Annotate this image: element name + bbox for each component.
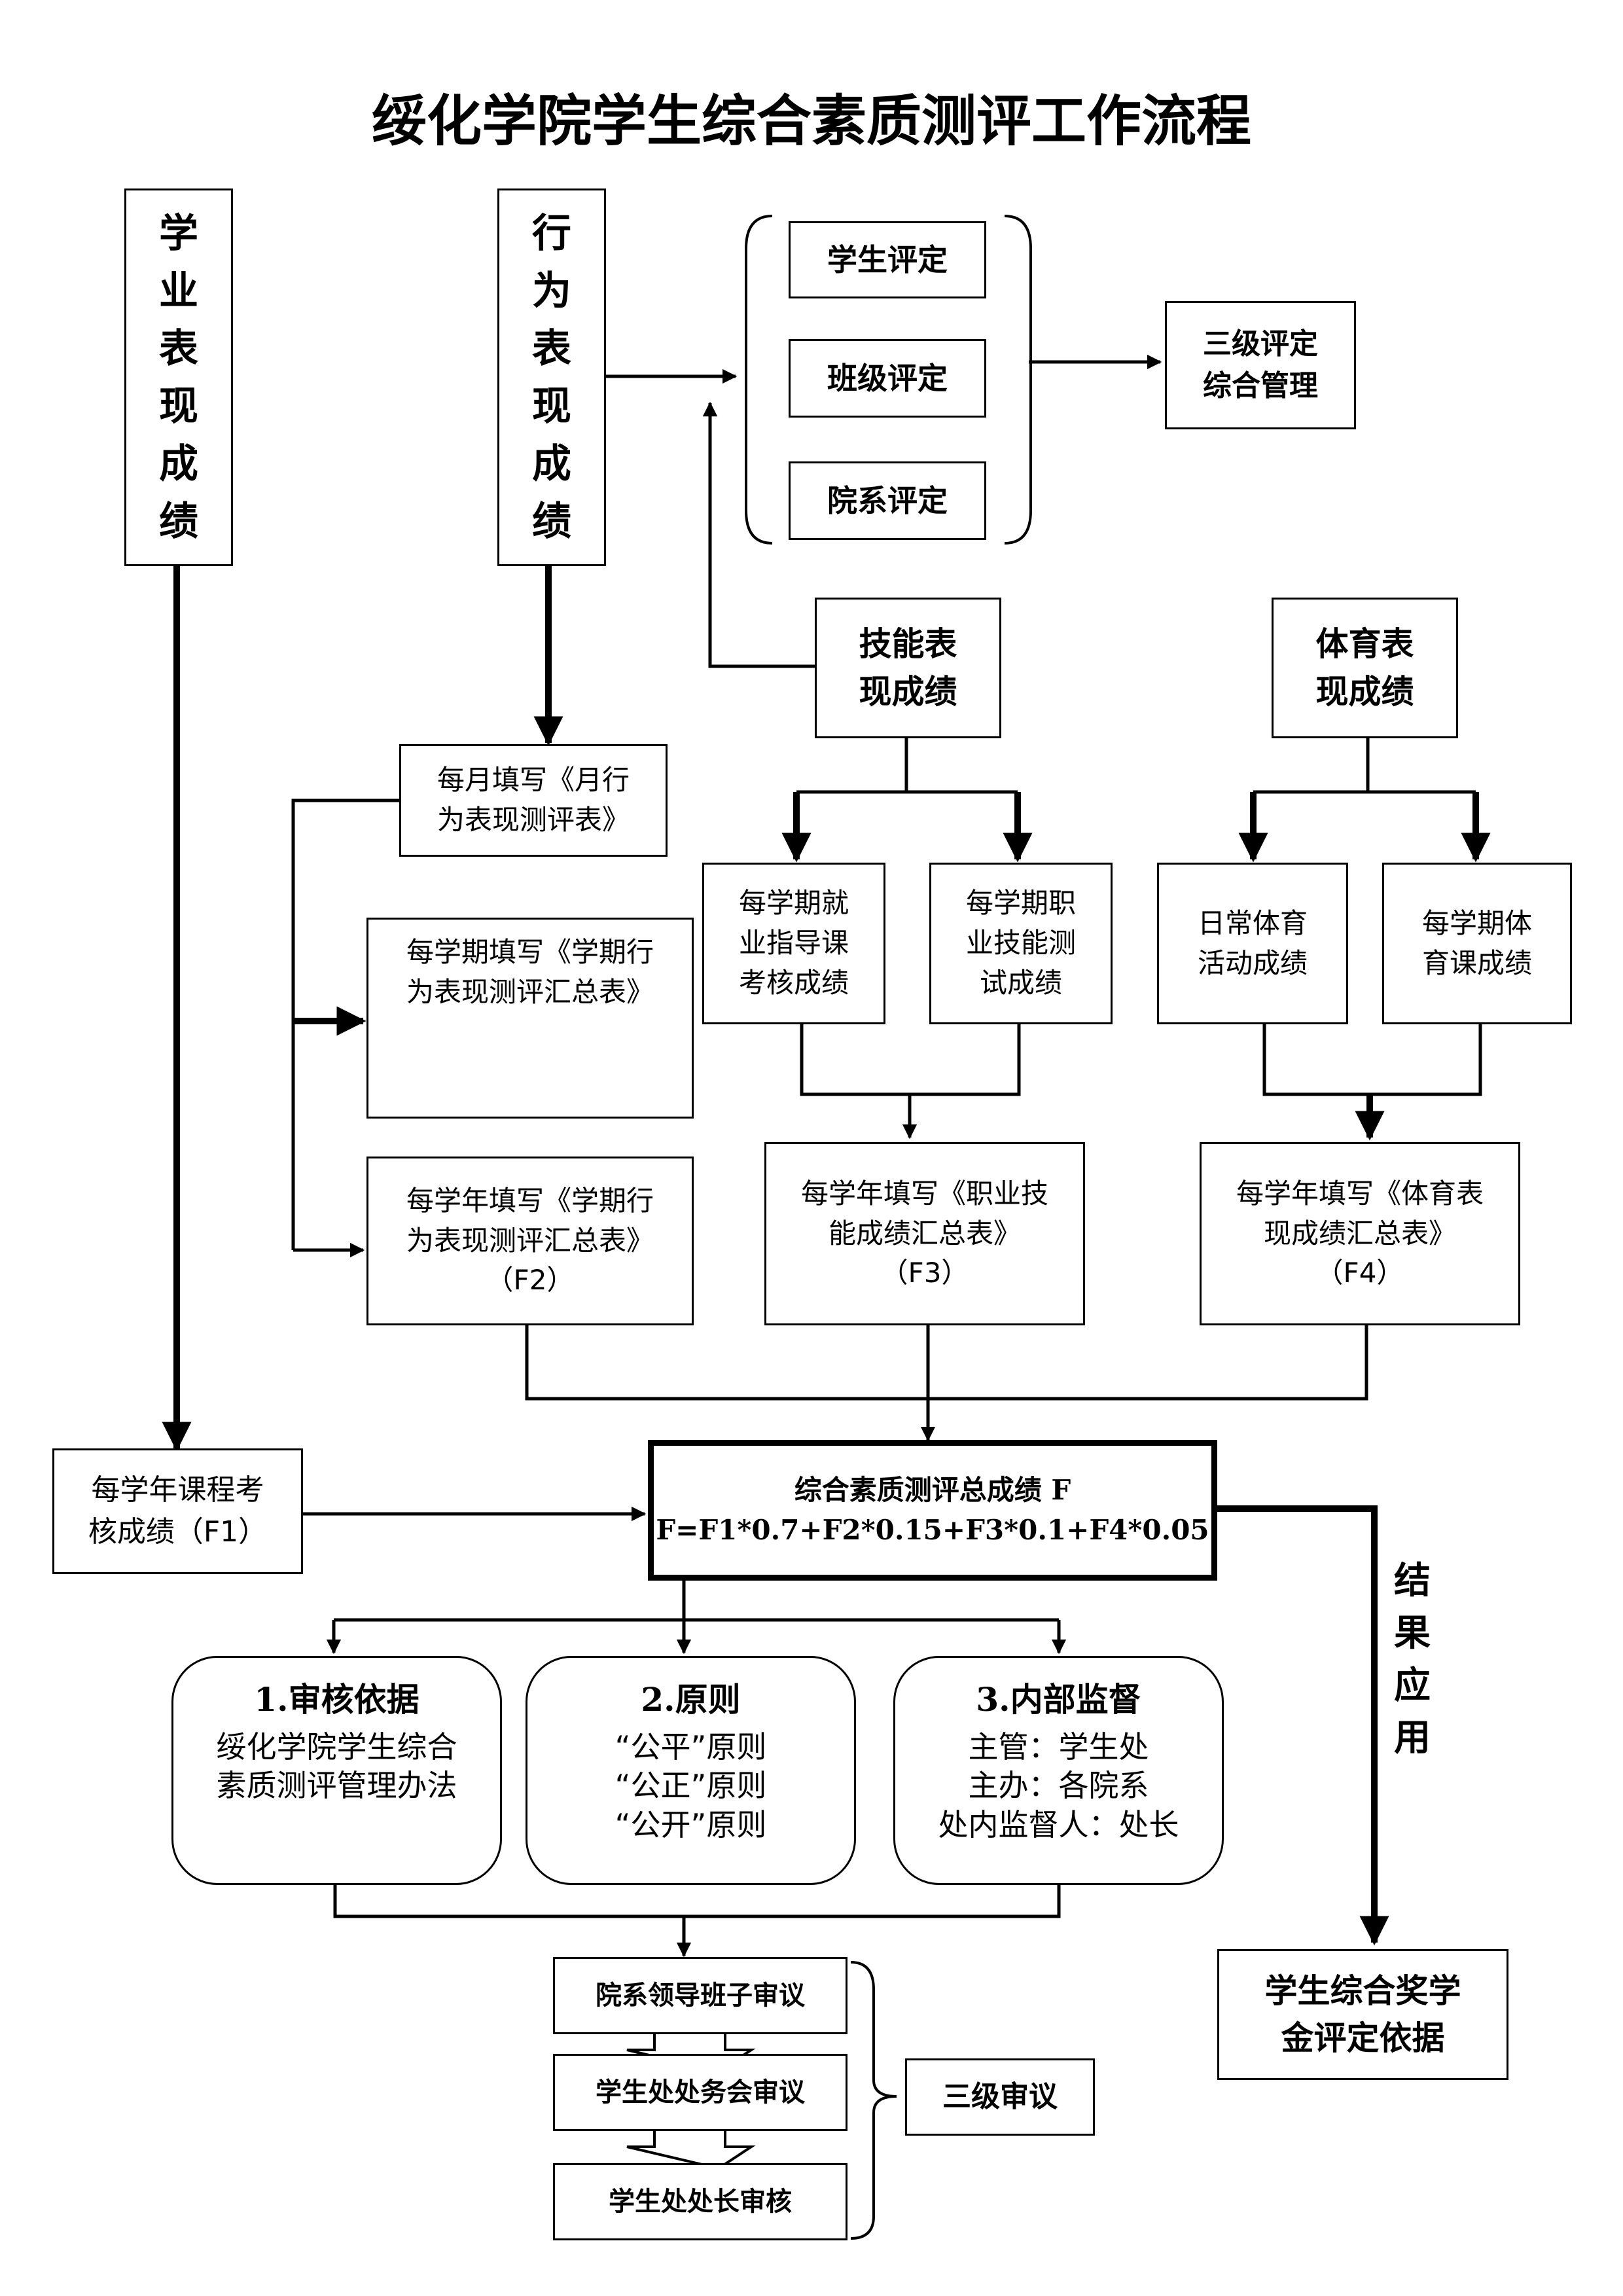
employment-course-box: 每学期就 业指导课 考核成绩 [702,863,885,1024]
internal-supervision-box: 3.内部监督 主管：学生处 主办：各院系 处内监督人：处长 [893,1656,1224,1885]
sports-line2: 现成绩 [1315,672,1414,711]
skill-line2: 现成绩 [859,672,957,711]
basis-line1: 绥化学院学生综合 [216,1729,457,1765]
scholarship-line2: 金评定依据 [1281,2019,1445,2057]
daily-line1: 日常体育 [1197,906,1308,939]
principle-box: 2.原则 “公平”原则 “公正”原则 “公开”原则 [526,1656,856,1885]
sports-year-code: （F4） [1315,1257,1404,1289]
scholarship-basis-box: 学生综合奖学 金评定依据 [1217,1949,1508,2080]
sports-course-box: 每学期体 育课成绩 [1382,863,1572,1024]
course-sports-line2: 育课成绩 [1421,946,1532,979]
principle-line1: “公平”原则 [615,1729,767,1765]
principle-line3: “公开”原则 [615,1807,767,1843]
student-evaluation-box: 学生评定 [789,221,986,298]
sports-performance-box: 体育表 现成绩 [1272,598,1458,738]
skill-line1: 技能表 [859,624,957,663]
total-formula: F=F1*0.7+F2*0.15+F3*0.1+F4*0.05 [656,1513,1209,1546]
three-level-management-box: 三级评定 综合管理 [1165,301,1356,429]
monthly-behavior-form-box: 每月填写《月行 为表现测评表》 [399,744,668,857]
vocational-test-box: 每学期职 业技能测 试成绩 [929,863,1113,1024]
dept-leaders-review-box: 院系领导班子审议 [553,1957,847,2034]
audit-basis-box: 1.审核依据 绥化学院学生综合 素质测评管理办法 [171,1656,502,1885]
review-brace [850,1961,897,2240]
page-title: 绥化学院学生综合素质测评工作流程 [371,88,1251,153]
behavior-performance-box: 行 为 表 现 成 绩 [497,188,606,566]
skill-year-code: （F3） [880,1257,969,1289]
employment-line1: 每学期就 [738,887,849,920]
basis-heading: 1.审核依据 [254,1680,419,1719]
supervision-line2: 主办：各院系 [968,1768,1149,1804]
skill-performance-box: 技能表 现成绩 [815,598,1001,738]
semester-line2: 为表现测评汇总表》 [406,975,654,1008]
monthly-line2: 为表现测评表》 [437,804,630,836]
daily-line2: 活动成绩 [1197,946,1308,979]
daily-sports-box: 日常体育 活动成绩 [1157,863,1348,1024]
monthly-line1: 每月填写《月行 [437,764,630,797]
sports-line1: 体育表 [1315,624,1414,663]
course-line2: 核成绩（F1） [88,1515,268,1549]
three-level-review-box: 三级审议 [905,2058,1095,2136]
vocational-line1: 每学期职 [965,887,1076,920]
scholarship-line1: 学生综合奖学 [1264,1971,1461,2010]
principle-heading: 2.原则 [641,1680,741,1719]
employment-line3: 考核成绩 [738,966,849,999]
eval-right-bracket [1004,215,1032,545]
class-evaluation-box: 班级评定 [789,339,986,418]
year-behavior-form-box: 每学年填写《学期行 为表现测评汇总表》 （F2） [366,1157,694,1325]
academic-performance-box: 学 业 表 现 成 绩 [124,188,233,566]
year-skill-form-box: 每学年填写《职业技 能成绩汇总表》 （F3） [764,1142,1085,1325]
management-line1: 三级评定 [1203,327,1318,361]
total-score-box: 综合素质测评总成绩 F F=F1*0.7+F2*0.15+F3*0.1+F4*0… [648,1440,1217,1581]
result-arrow [1217,1505,1389,1946]
course-exam-box: 每学年课程考 核成绩（F1） [52,1448,303,1574]
total-title: 综合素质测评总成绩 F [794,1473,1071,1506]
eval-left-bracket [745,215,773,545]
vocational-line2: 业技能测 [965,927,1076,960]
behavior-year-code: （F2） [486,1264,575,1297]
office-meeting-review-box: 学生处处务会审议 [553,2054,847,2131]
skill-year-line2: 能成绩汇总表》 [828,1217,1021,1249]
sports-year-line2: 现成绩汇总表》 [1263,1217,1456,1249]
principle-line2: “公正”原则 [615,1768,767,1804]
semester-line1: 每学期填写《学期行 [406,936,654,968]
director-review-box: 学生处处长审核 [553,2163,847,2240]
dept-evaluation-box: 院系评定 [789,461,986,540]
result-application-label: 结 果 应 用 [1394,1559,1431,1759]
supervision-line1: 主管：学生处 [968,1729,1149,1765]
skill-year-line1: 每学年填写《职业技 [800,1177,1048,1210]
basis-line2: 素质测评管理办法 [216,1768,457,1804]
semester-behavior-form-box: 每学期填写《学期行 为表现测评汇总表》 [366,918,694,1119]
supervision-heading: 3.内部监督 [976,1680,1141,1719]
year-sports-form-box: 每学年填写《体育表 现成绩汇总表》 （F4） [1200,1142,1520,1325]
skill-to-eval-arrow [702,401,815,668]
employment-line2: 业指导课 [738,927,849,960]
vocational-line3: 试成绩 [979,966,1062,999]
behavior-year-line2: 为表现测评汇总表》 [406,1224,654,1257]
behavior-year-line1: 每学年填写《学期行 [406,1184,654,1217]
course-line1: 每学年课程考 [91,1473,264,1507]
management-line2: 综合管理 [1203,369,1318,403]
supervision-line3: 处内监督人：处长 [938,1807,1179,1843]
course-sports-line1: 每学期体 [1421,906,1532,939]
sports-year-line1: 每学年填写《体育表 [1236,1177,1484,1210]
